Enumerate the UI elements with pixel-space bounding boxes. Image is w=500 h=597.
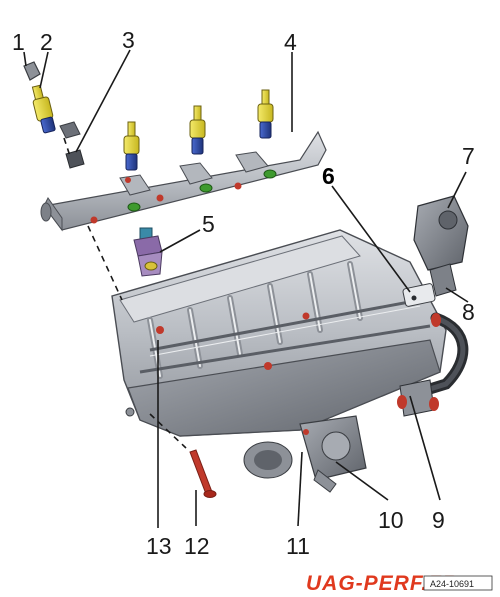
reference-box — [423, 575, 493, 591]
hose-clamp — [397, 379, 439, 417]
throttle-body — [243, 415, 367, 493]
intake-manifold — [111, 229, 447, 437]
callout-8: 8 — [462, 299, 475, 325]
vacuum-hose — [402, 283, 469, 398]
callout-5: 5 — [202, 211, 215, 237]
callout-12: 12 — [184, 533, 210, 559]
callout-9: 9 — [432, 507, 445, 533]
solenoid-valve — [413, 195, 469, 297]
callout-1: 1 — [12, 29, 25, 55]
callout-numbers: 1 2 3 4 5 6 7 8 9 10 11 12 13 — [12, 27, 475, 559]
exploded-injector — [23, 61, 85, 169]
bolt — [189, 449, 217, 498]
pressure-sensor — [133, 227, 163, 277]
callout-2: 2 — [40, 29, 53, 55]
callout-6: 6 — [322, 163, 335, 189]
fuel-rail — [40, 130, 327, 232]
callout-4: 4 — [284, 29, 297, 55]
footer: UAG-PERF.FR A24-10691 — [306, 572, 493, 595]
callout-11: 11 — [286, 533, 310, 559]
callout-3: 3 — [122, 27, 135, 53]
callout-13: 13 — [146, 533, 172, 559]
watermark-logo: UAG-PERF.FR — [306, 572, 458, 595]
leader-lines — [23, 49, 469, 528]
callout-7: 7 — [462, 143, 475, 169]
fuel-injectors — [123, 89, 274, 171]
callout-10: 10 — [378, 507, 404, 533]
reference-code: A24-10691 — [430, 579, 474, 589]
